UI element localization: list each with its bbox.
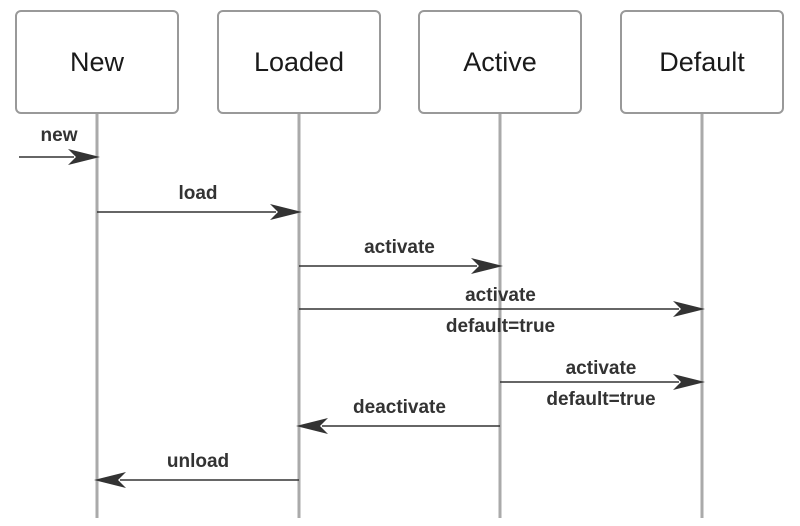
arrowhead-load: [270, 204, 302, 220]
lifelines: [95, 113, 704, 518]
arrowhead-unload: [94, 472, 126, 488]
messages: newloadactivateactivatedefault=trueactiv…: [19, 125, 705, 488]
participant-box-new: [15, 10, 179, 114]
message-activate: activate: [299, 237, 503, 274]
arrowhead-activate: [471, 258, 503, 274]
arrowhead-activate-default-from-loaded: [673, 301, 705, 317]
participant-label-default: Default: [659, 47, 745, 77]
message-unload: unload: [94, 451, 299, 488]
message-activate-default-from-active: activate default=true: [500, 358, 705, 410]
participant-label-active: Active: [463, 47, 537, 77]
message-load: load: [97, 183, 302, 220]
participant-active: Active: [418, 10, 582, 114]
message-label-activate-default-from-loaded-line-2: default=true: [446, 316, 555, 337]
participant-box-active: [418, 10, 582, 114]
message-label-load: load: [178, 183, 217, 204]
message-label-activate: activate: [364, 237, 435, 258]
participant-loaded: Loaded: [217, 10, 381, 114]
message-label-activate-default-from-loaded-line-1: activate: [465, 285, 536, 306]
participant-box-default: [620, 10, 784, 114]
message-new: new: [19, 125, 100, 165]
message-label-activate-default-from-active-line-2: default=true: [546, 389, 655, 410]
message-activate-default-from-loaded: activate default=true: [299, 285, 705, 337]
participant-box-loaded: [217, 10, 381, 114]
participant-new: New: [15, 10, 179, 114]
message-deactivate: deactivate: [296, 397, 500, 434]
message-label-unload: unload: [167, 451, 229, 472]
participant-label-loaded: Loaded: [254, 47, 344, 77]
participants: New Loaded Active Default: [15, 10, 784, 114]
arrowhead-new: [68, 149, 100, 165]
participant-default: Default: [620, 10, 784, 114]
message-label-activate-default-from-active-line-1: activate: [566, 358, 637, 379]
arrowhead-deactivate: [296, 418, 328, 434]
message-label-deactivate: deactivate: [353, 397, 446, 418]
message-label-new: new: [41, 125, 78, 146]
participant-label-new: New: [70, 47, 125, 77]
arrowhead-activate-default-from-active: [673, 374, 705, 390]
